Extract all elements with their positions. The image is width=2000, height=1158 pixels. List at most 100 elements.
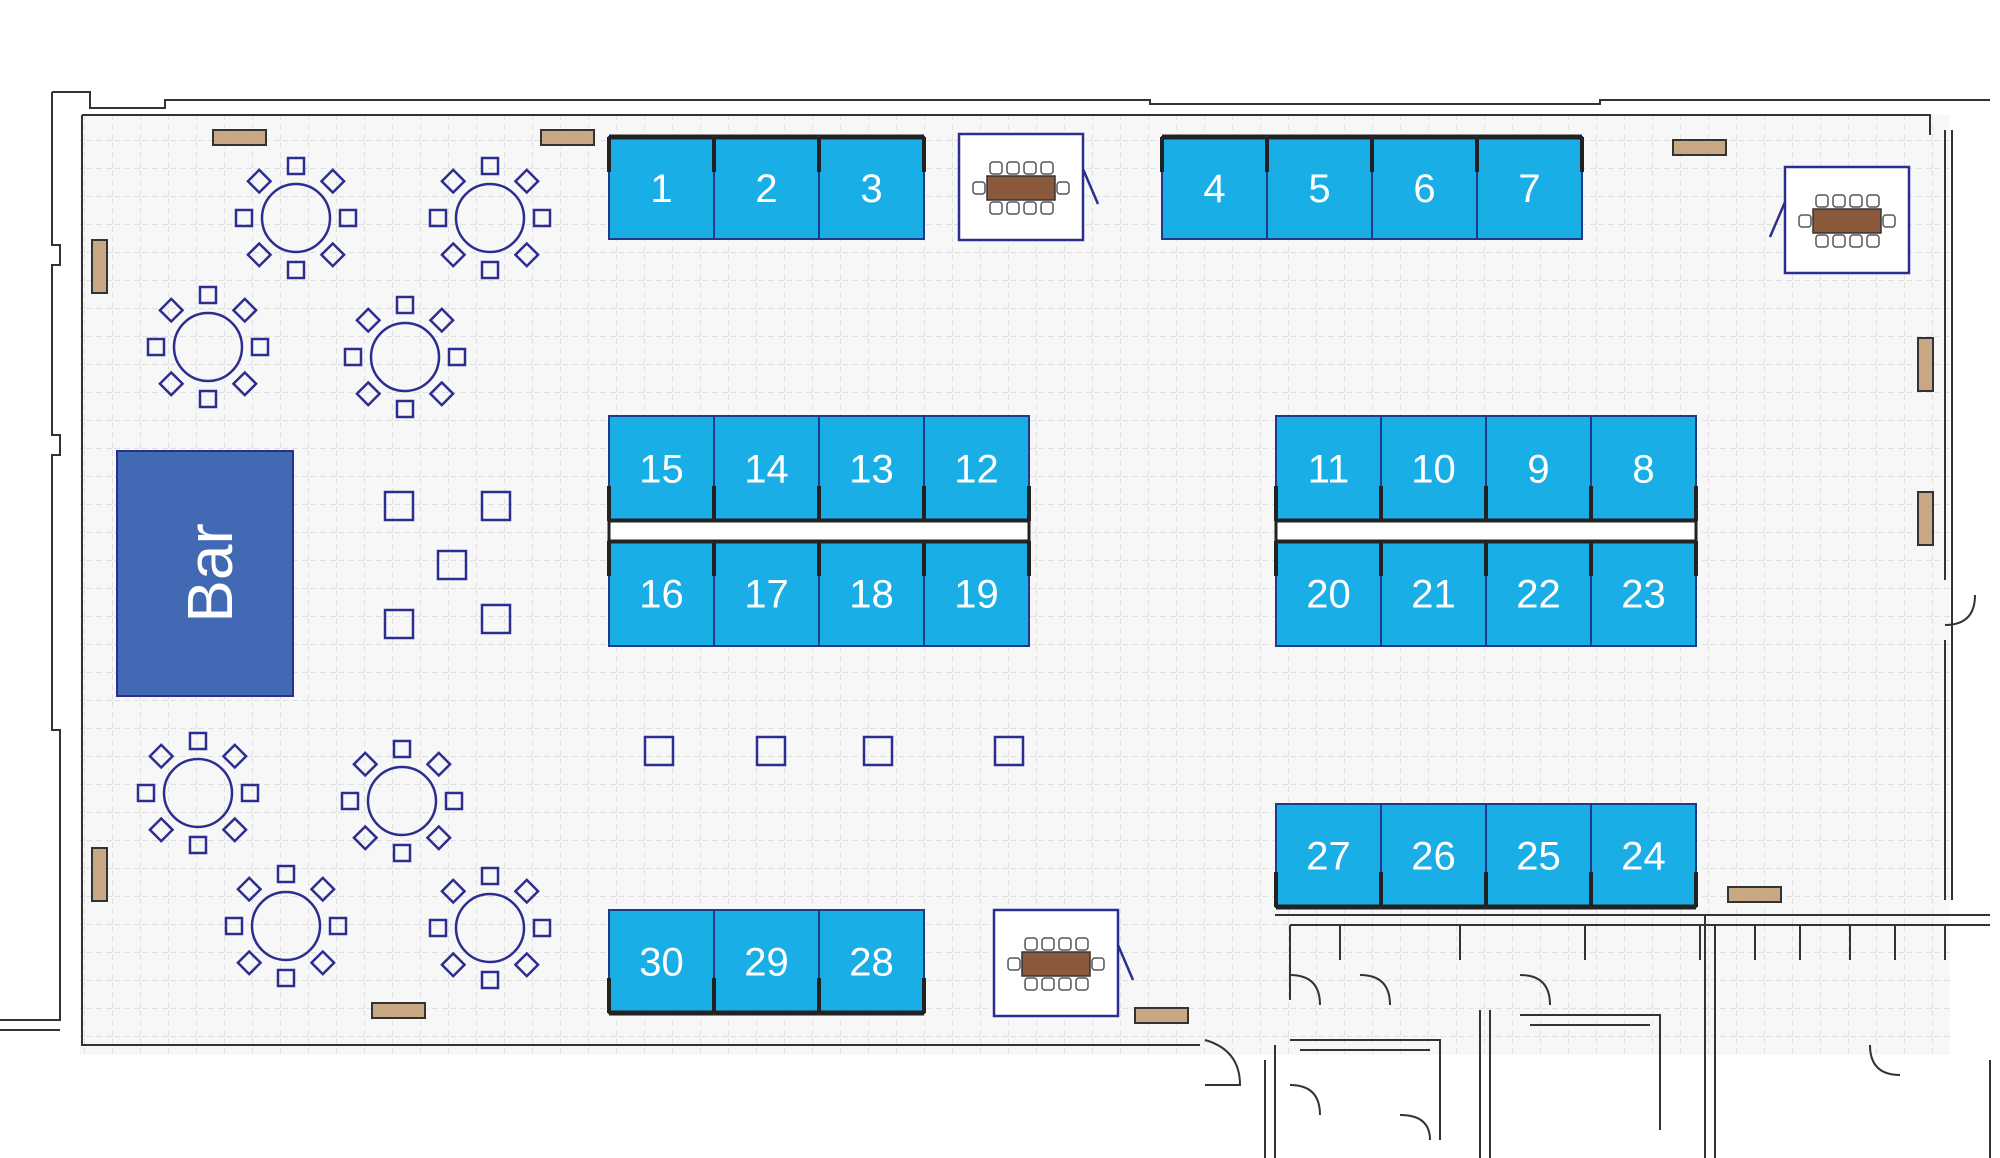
chair-icon	[392, 843, 412, 863]
chair-icon	[1040, 201, 1054, 215]
round-table-1[interactable]	[234, 156, 358, 280]
booth-24-space	[1590, 803, 1697, 908]
conference-table	[986, 175, 1056, 201]
chair-icon	[309, 949, 336, 976]
booth-30-label: 30	[639, 941, 684, 985]
meeting-room-2[interactable]	[1768, 165, 1911, 275]
chair-icon	[513, 168, 540, 195]
booth-9[interactable]: 9	[1484, 415, 1592, 524]
booth-12[interactable]: 12	[922, 415, 1031, 524]
booth-24-label: 24	[1621, 835, 1666, 879]
booth-17[interactable]: 17	[712, 538, 820, 647]
chair-icon	[1040, 161, 1054, 175]
cocktail-table-8[interactable]	[862, 735, 894, 767]
bar-label: Bar	[174, 523, 246, 623]
booth-20-space	[1275, 540, 1382, 647]
chair-icon	[240, 783, 260, 803]
cocktail-table-4[interactable]	[383, 608, 415, 640]
chair-icon	[428, 380, 455, 407]
meeting-room-3[interactable]	[992, 908, 1135, 1018]
booth-7[interactable]: 7	[1475, 134, 1584, 240]
chair-icon	[343, 347, 363, 367]
booth-6-label: 6	[1413, 167, 1435, 211]
round-table-7[interactable]	[224, 864, 348, 988]
booth-25[interactable]: 25	[1484, 803, 1592, 910]
chair-icon	[1024, 977, 1038, 991]
booth-23-space	[1590, 540, 1697, 647]
chair-icon	[1041, 977, 1055, 991]
booth-1[interactable]: 1	[607, 134, 715, 240]
chair-icon	[972, 181, 986, 195]
booth-19[interactable]: 19	[922, 538, 1031, 647]
booth-20[interactable]: 20	[1274, 538, 1382, 647]
cocktail-table-7[interactable]	[755, 735, 787, 767]
booth-4[interactable]: 4	[1160, 134, 1268, 240]
chair-icon	[425, 751, 452, 778]
booth-2[interactable]: 2	[712, 134, 820, 240]
round-table-4[interactable]	[343, 295, 467, 419]
booth-10[interactable]: 10	[1379, 415, 1487, 524]
chair-icon	[355, 380, 382, 407]
round-table-8[interactable]	[428, 866, 552, 990]
chair-icon	[338, 208, 358, 228]
booth-29-label: 29	[744, 941, 789, 985]
booth-6-space	[1371, 136, 1478, 240]
chair-icon	[513, 241, 540, 268]
meeting-room-layer	[957, 132, 1911, 1018]
chair-icon	[1006, 201, 1020, 215]
booth-8-space	[1590, 415, 1697, 522]
booth-18[interactable]: 18	[817, 538, 925, 647]
round-table-6[interactable]	[340, 739, 464, 863]
booth-3[interactable]: 3	[817, 134, 926, 240]
chair-icon	[1798, 214, 1812, 228]
cocktail-table-5[interactable]	[480, 603, 512, 635]
round-table-top	[250, 890, 322, 962]
chair-icon	[246, 168, 273, 195]
booth-3-space	[818, 136, 925, 240]
booth-13[interactable]: 13	[817, 415, 925, 524]
cocktail-table-1[interactable]	[383, 490, 415, 522]
booth-28[interactable]: 28	[817, 909, 926, 1016]
booth-21[interactable]: 21	[1379, 538, 1487, 647]
chair-icon	[328, 916, 348, 936]
booth-26-label: 26	[1411, 835, 1456, 879]
booth-10-label: 10	[1411, 448, 1456, 492]
booth-30[interactable]: 30	[607, 909, 715, 1016]
booth-5[interactable]: 5	[1265, 134, 1373, 240]
booth-29[interactable]: 29	[712, 909, 820, 1016]
booth-21-space	[1380, 540, 1487, 647]
booth-28-label: 28	[849, 941, 894, 985]
round-table-top	[172, 311, 244, 383]
chair-icon	[1832, 194, 1846, 208]
booth-8[interactable]: 8	[1589, 415, 1698, 524]
round-table-5[interactable]	[136, 731, 260, 855]
booth-15-label: 15	[639, 448, 684, 492]
cocktail-table-9[interactable]	[993, 735, 1025, 767]
booth-26[interactable]: 26	[1379, 803, 1487, 910]
meeting-room-1[interactable]	[957, 132, 1100, 242]
round-table-top	[454, 182, 526, 254]
booth-22[interactable]: 22	[1484, 538, 1592, 647]
booth-24[interactable]: 24	[1589, 803, 1698, 910]
booth-14[interactable]: 14	[712, 415, 820, 524]
booth-27[interactable]: 27	[1274, 803, 1382, 910]
chair-icon	[246, 241, 273, 268]
booth-23[interactable]: 23	[1589, 538, 1698, 647]
chair-icon	[1006, 161, 1020, 175]
cocktail-table-2[interactable]	[480, 490, 512, 522]
chair-icon	[444, 791, 464, 811]
divider-strip-right	[1274, 519, 1698, 543]
cocktail-table-6[interactable]	[643, 735, 675, 767]
booth-15[interactable]: 15	[607, 415, 715, 524]
wall-pads	[91, 129, 1934, 1024]
chair-icon	[286, 156, 306, 176]
bar[interactable]: Bar	[116, 450, 294, 697]
booth-11[interactable]: 11	[1274, 415, 1382, 524]
booth-16[interactable]: 16	[607, 538, 715, 647]
round-table-3[interactable]	[146, 285, 270, 409]
round-table-2[interactable]	[428, 156, 552, 280]
booth-18-space	[818, 540, 925, 647]
booth-6[interactable]: 6	[1370, 134, 1478, 240]
cocktail-table-3[interactable]	[436, 549, 468, 581]
chair-icon	[286, 260, 306, 280]
